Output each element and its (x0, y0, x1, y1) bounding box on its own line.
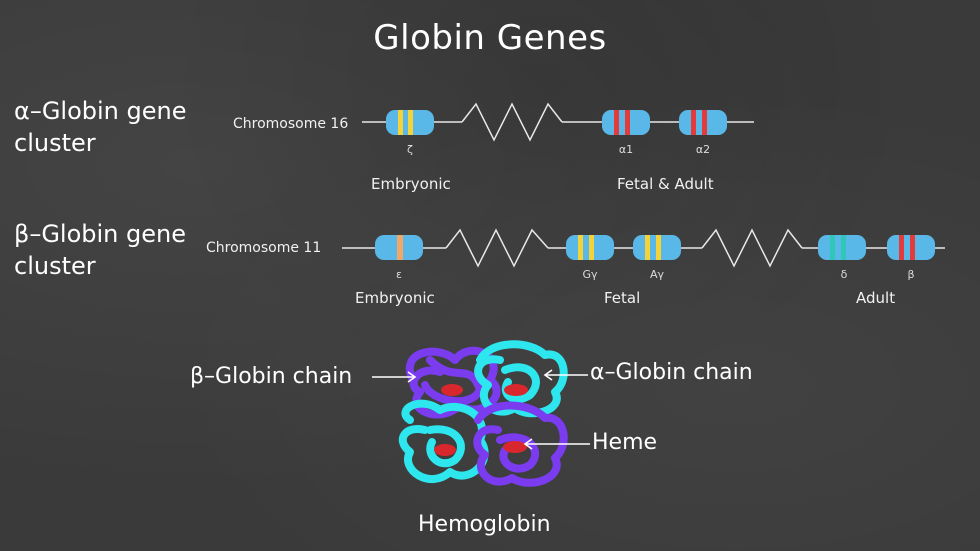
beta-chain-bottom-right (473, 401, 568, 487)
beta-cluster-text: β–Globin gene cluster (14, 220, 186, 280)
heme-icon-1 (441, 384, 463, 396)
alpha-chain-arrow-icon (543, 369, 588, 381)
heme-label: Heme (592, 430, 658, 455)
gene-a-gamma-icon (633, 235, 681, 260)
gene-alpha2-icon (679, 110, 727, 135)
gene-epsilon-icon (375, 235, 423, 260)
heme-icon-2 (504, 384, 528, 396)
beta-chain-top-left (405, 346, 501, 419)
hemoglobin-caption: Hemoglobin (418, 512, 551, 537)
beta-group-adult: Adult (856, 289, 896, 307)
beta-chain-label: β–Globin chain (190, 364, 353, 389)
heme-icon-4 (503, 441, 527, 453)
alpha-chain-label: α–Globin chain (590, 360, 753, 385)
gene-g-gamma-icon (566, 235, 614, 260)
gene-a-gamma-label: Aγ (649, 268, 665, 281)
beta-group-fetal: Fetal (604, 289, 641, 307)
beta-chain-arrow-icon (372, 371, 417, 383)
gene-beta-label: β (907, 268, 915, 281)
chromosome-11-label: Chromosome 11 (206, 240, 322, 256)
gene-delta-icon (818, 235, 866, 260)
alpha-group-embryonic: Embryonic (371, 175, 451, 193)
gene-zeta-icon (386, 110, 434, 135)
heme-arrow-icon (523, 438, 590, 450)
gene-zeta-label: ζ (407, 143, 413, 156)
gene-alpha1-label: α1 (618, 143, 634, 156)
alpha-group-fetal-adult: Fetal & Adult (617, 175, 714, 193)
page-title: Globin Genes (373, 18, 607, 58)
gene-alpha1-icon (602, 110, 650, 135)
beta-group-embryonic: Embryonic (355, 289, 435, 307)
heme-icon-3 (434, 444, 456, 456)
alpha-cluster-text: α–Globin gene cluster (14, 97, 187, 157)
gene-alpha2-label: α2 (695, 143, 711, 156)
gene-beta-icon (887, 235, 935, 260)
alpha-cluster-label: α–Globin gene cluster (14, 95, 204, 159)
gene-delta-label: δ (840, 268, 848, 281)
gene-g-gamma-label: Gγ (582, 268, 598, 281)
hemoglobin-molecule-icon (398, 340, 568, 487)
beta-cluster-label: β–Globin gene cluster (14, 218, 204, 282)
gene-epsilon-label: ε (396, 268, 402, 281)
chromosome-16-label: Chromosome 16 (233, 116, 349, 132)
